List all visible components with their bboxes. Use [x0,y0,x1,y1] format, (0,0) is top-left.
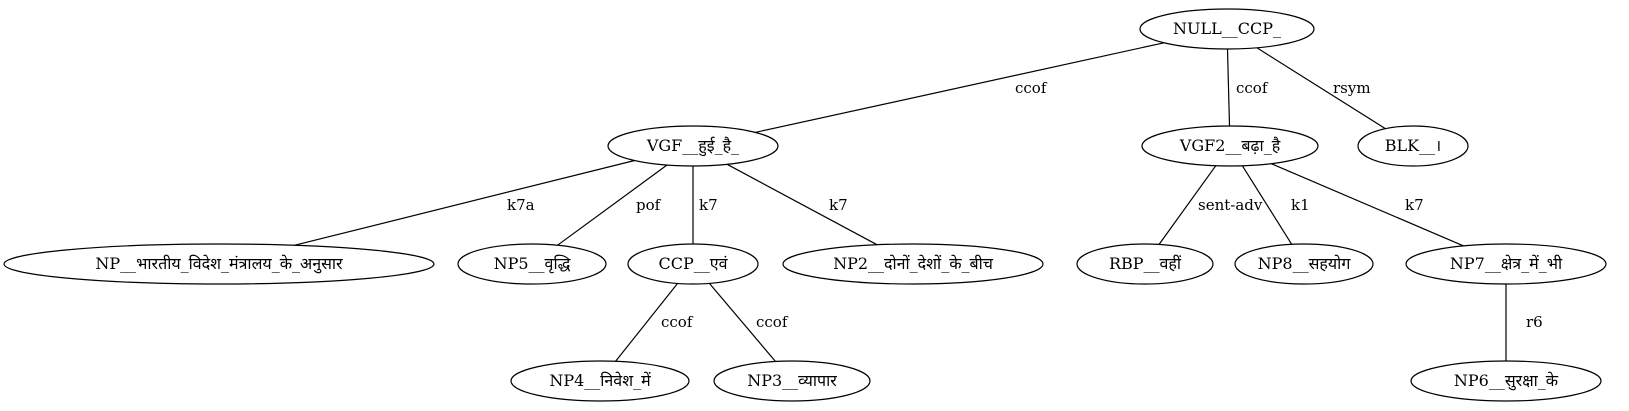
node-ellipse [713,360,871,402]
node-np3: NP3__व्यापार [713,360,871,402]
node-ellipse [457,243,607,285]
edge-vgf-to-np2 [726,163,878,246]
node-rbp: RBP__वहीं [1076,243,1214,285]
node-ellipse [1410,360,1602,402]
edge-vgf2-to-rbp [1158,165,1217,245]
node-label: NP4__निवेश_में [549,371,651,390]
edges-layer: ccof ccof rsym k7a pof k7 k7 sent-adv k1 k7 ccof cc… [294,42,1543,362]
node-ellipse [1141,125,1319,167]
edge-vgf-to-np5 [557,164,668,246]
edge-null-ccp-to-vgf [755,42,1165,133]
edge-label-ccp-to-np3: ccof [756,313,789,331]
node-label: CCP__एवं [659,254,729,273]
node-ellipse [1405,243,1607,285]
edge-null-ccp-to-vgf2 [1226,48,1231,127]
edge-ccp-to-np4 [615,283,679,362]
node-label: NP7__क्षेत्र_में_भी [1450,254,1563,273]
edge-vgf2-to-np8 [1241,165,1293,245]
node-null-ccp: NULL__CCP_ [1139,8,1315,50]
edge-label-null-ccp-to-vgf: ccof [1015,79,1048,97]
node-label: RBP__वहीं [1109,254,1182,273]
edge-label-vgf2-to-np7: k7 [1405,196,1424,214]
edge-vgf-to-np [294,159,635,246]
node-label: NP3__व्यापार [747,371,837,390]
edge-ccp-to-np3 [708,283,776,362]
node-ellipse [627,243,759,285]
edge-label-null-ccp-to-vgf2: ccof [1236,79,1269,97]
node-label: NP5__वृद्धि [494,254,571,274]
edge-label-vgf2-to-np8: k1 [1291,196,1310,214]
node-label: NP__भारतीय_विदेश_मंत्रालय_के_अनुसार [95,254,343,274]
node-ellipse [1234,243,1374,285]
node-label: BLK__। [1385,136,1441,155]
node-label: NP2__दोनों_देशों_के_बीच [833,254,994,273]
node-label: NP8__सहयोग [1258,254,1352,273]
node-ellipse [510,360,690,402]
node-np8: NP8__सहयोग [1234,243,1374,285]
edge-label-vgf-to-np: k7a [507,196,535,214]
node-ellipse [3,243,435,285]
node-blk: BLK__। [1357,125,1469,167]
node-ellipse [1357,125,1469,167]
node-vgf: VGF__हुई_है_ [607,125,779,167]
node-label: VGF__हुई_है_ [646,136,739,157]
node-np7: NP7__क्षेत्र_में_भी [1405,243,1607,285]
edge-vgf2-to-np7 [1271,163,1464,247]
edge-label-null-ccp-to-blk: rsym [1333,79,1371,97]
node-ellipse [1076,243,1214,285]
node-ellipse [1139,8,1315,50]
node-label: NP6__सुरक्षा_के [1454,371,1559,391]
node-np6: NP6__सुरक्षा_के [1410,360,1602,402]
edge-label-vgf-to-np5: pof [636,196,662,214]
edge-null-ccp-to-blk [1256,47,1386,130]
edge-label-vgf-to-ccp: k7 [699,196,718,214]
node-np4: NP4__निवेश_में [510,360,690,402]
edge-label-vgf-to-np2: k7 [829,196,848,214]
node-ellipse [782,243,1044,285]
edge-label-vgf2-to-rbp: sent-adv [1198,196,1263,214]
edge-label-np7-to-np6: r6 [1526,313,1543,331]
node-np: NP__भारतीय_विदेश_मंत्रालय_के_अनुसार [3,243,435,285]
node-np2: NP2__दोनों_देशों_के_बीच [782,243,1044,285]
node-np5: NP5__वृद्धि [457,243,607,285]
node-label: NULL__CCP_ [1173,19,1281,38]
node-label: VGF2__बढ़ा_है [1179,136,1281,155]
nodes-layer: NULL__CCP_ VGF__हुई_है_ VGF2__बढ़ा_है BLK__… [3,8,1607,402]
node-vgf2: VGF2__बढ़ा_है [1141,125,1319,167]
node-ellipse [607,125,779,167]
edge-label-ccp-to-np4: ccof [661,313,694,331]
node-ccp: CCP__एवं [627,243,759,285]
